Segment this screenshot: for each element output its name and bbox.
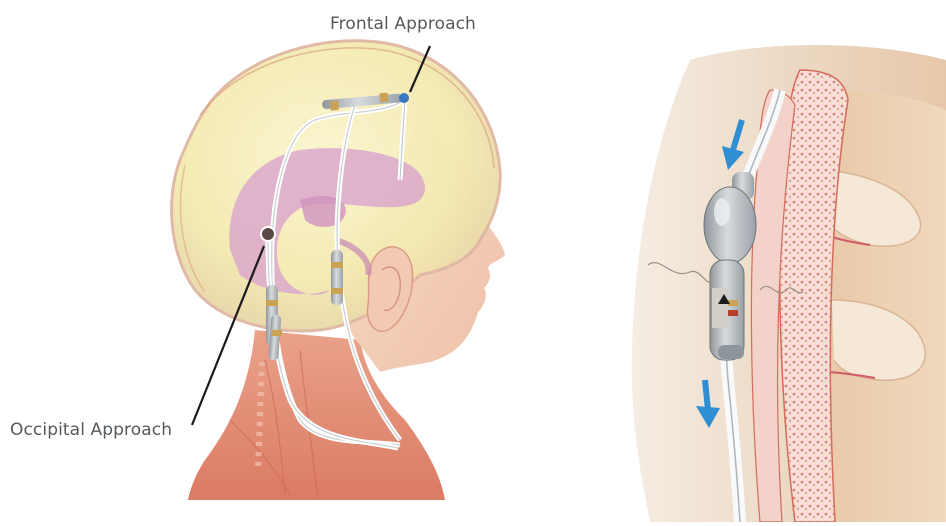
valve-cross-section [632,45,946,522]
occipital-burr-hole [261,227,275,241]
occipital-approach-label: Occipital Approach [10,420,172,440]
valve-mid [331,250,343,305]
head-illustration [172,41,505,500]
frontal-approach-label: Frontal Approach [330,14,476,34]
